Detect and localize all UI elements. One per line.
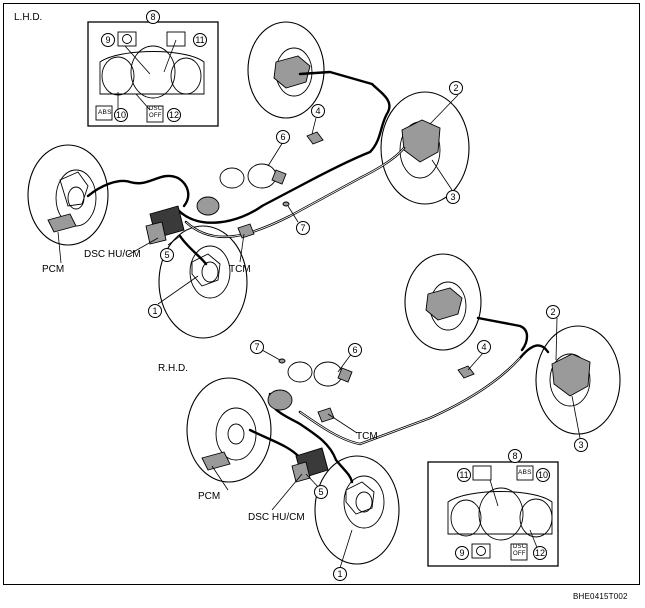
callout-2-rhd: 2 xyxy=(546,305,560,319)
dsc-hu-cm-label-lhd: DSC HU/CM xyxy=(84,249,141,260)
callout-3-lhd: 3 xyxy=(446,190,460,204)
rhd-heading: R.H.D. xyxy=(158,363,188,374)
pcm-label-lhd: PCM xyxy=(42,264,65,275)
callout-12-rhd: 12 xyxy=(533,546,547,560)
lhd-wheel-rear-left xyxy=(247,21,325,119)
rhd-components xyxy=(201,358,475,483)
tcm-label-lhd: TCM xyxy=(229,264,251,275)
callout-7-rhd: 7 xyxy=(250,340,264,354)
lhd-brake-pipes xyxy=(86,70,406,266)
callout-9-rhd: 9 xyxy=(455,546,469,560)
lhd-components xyxy=(47,131,324,245)
lhd-heading: L.H.D. xyxy=(14,12,43,23)
leader-lines xyxy=(57,39,581,569)
dsc-off-icon-lhd-line2: OFF xyxy=(149,113,162,119)
callout-12-lhd: 12 xyxy=(167,108,181,122)
callout-7-lhd: 7 xyxy=(296,221,310,235)
rhd-wheel-rear-left xyxy=(404,253,482,351)
callout-11-rhd: 11 xyxy=(457,468,471,482)
callout-10-rhd: 10 xyxy=(536,468,550,482)
callout-6-lhd: 6 xyxy=(276,130,290,144)
tcm-label-rhd: TCM xyxy=(356,431,378,442)
callout-6-rhd: 6 xyxy=(348,343,362,357)
abs-icon-rhd: ABS xyxy=(518,469,532,476)
lhd-wheel-left-front xyxy=(27,144,109,246)
lhd-wheel-front-right xyxy=(158,225,248,339)
callout-11-lhd: 11 xyxy=(193,33,207,47)
callout-5-lhd: 5 xyxy=(160,248,174,262)
figure-code: BHE0415T002 xyxy=(573,592,628,601)
abs-icon-lhd: ABS xyxy=(98,109,112,116)
lhd-wheel-rear-right xyxy=(380,91,470,205)
callout-5-rhd: 5 xyxy=(314,485,328,499)
callout-8-rhd: 8 xyxy=(508,449,522,463)
rhd-brake-pipes xyxy=(248,316,550,484)
pcm-label-rhd: PCM xyxy=(198,491,221,502)
diagram-frame xyxy=(3,3,640,585)
callout-10-lhd: 10 xyxy=(114,108,128,122)
callout-1-lhd: 1 xyxy=(148,304,162,318)
dsc-off-icon-lhd-line1: DSC xyxy=(149,106,163,112)
rhd-wheel-rear-right xyxy=(535,325,621,435)
callout-9-lhd: 9 xyxy=(101,33,115,47)
callout-8-lhd: 8 xyxy=(146,10,160,24)
callout-3-rhd: 3 xyxy=(574,438,588,452)
rhd-wheel-front-left xyxy=(186,377,272,483)
callout-4-rhd: 4 xyxy=(477,340,491,354)
dsc-hu-cm-label-rhd: DSC HU/CM xyxy=(248,512,305,523)
callout-4-lhd: 4 xyxy=(311,104,325,118)
callout-1-rhd: 1 xyxy=(333,567,347,581)
dsc-off-icon-rhd-line1: DSC xyxy=(513,544,527,550)
rhd-wheel-front-right xyxy=(314,455,400,565)
callout-2-lhd: 2 xyxy=(449,81,463,95)
dsc-off-icon-rhd-line2: OFF xyxy=(513,551,526,557)
